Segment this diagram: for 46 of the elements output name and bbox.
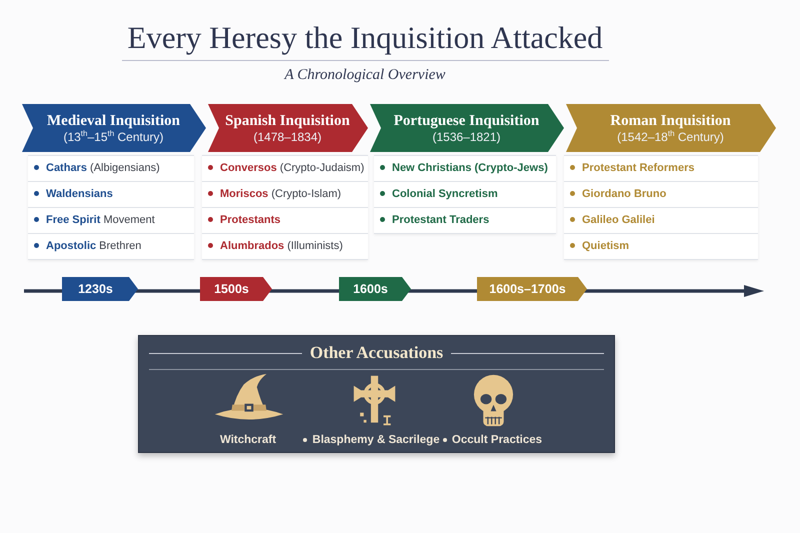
date-range: (13$^{th}$–15$^{th}$ Century) (63, 130, 164, 144)
list-item: Moriscos (Crypto-Islam) (202, 182, 368, 208)
inquisition-title: Roman Inquisition (610, 112, 731, 130)
list-item: Protestant Reformers (564, 156, 758, 182)
chevron-banner (22, 104, 206, 152)
list-panel (202, 155, 368, 260)
list-panel (28, 155, 194, 260)
subtitle: A Chronological Overview (284, 66, 446, 84)
list-item: Galileo Galilei (564, 208, 758, 234)
date-text: 1600s–1700s (489, 282, 566, 296)
list-item: Alumbrados (Illuminists) (202, 234, 368, 260)
chevron-banner (566, 104, 776, 152)
date-tag (339, 277, 411, 301)
date-range: (1536–1821) (432, 130, 501, 144)
list-item: Waldensians (28, 182, 194, 208)
list-panel (564, 155, 758, 260)
date-text: 1600s (353, 282, 388, 296)
date-text: 1500s (214, 282, 249, 296)
list-item: Cathars (Albigensians) (28, 156, 194, 182)
list-item: Quietism (564, 234, 758, 260)
accusations-panel (138, 335, 615, 453)
list-panel (374, 155, 556, 234)
date-tag (200, 277, 272, 301)
date-range: (1542–18$^{th}$ Century) (617, 130, 724, 144)
list-item: Conversos (Crypto-Judaism) (202, 156, 368, 182)
accusation-label: Blasphemy & Sacrilege (312, 432, 440, 446)
accusation-label: Witchcraft (220, 432, 276, 446)
date-tag (62, 277, 138, 301)
list-item: Giordano Bruno (564, 182, 758, 208)
chevron-banner (208, 104, 368, 152)
date-tag (477, 277, 587, 301)
panel-heading: Other Accusations (310, 343, 444, 363)
inquisition-title: Spanish Inquisition (225, 112, 350, 130)
date-range: (1478–1834) (253, 130, 322, 144)
list-item: New Christians (Crypto-Jews) (374, 156, 556, 182)
list-item: Apostolic Brethren (28, 234, 194, 260)
list-item: Protestants (202, 208, 368, 234)
title: Every Heresy the Inquisition Attacked (127, 20, 603, 56)
list-item: Colonial Syncretism (374, 182, 556, 208)
accusation-label: Occult Practices (452, 432, 542, 446)
inquisition-title: Portuguese Inquisition (394, 112, 540, 130)
list-item: Free Spirit Movement (28, 208, 194, 234)
chevron-banner (370, 104, 564, 152)
inquisition-title: Medieval Inquisition (47, 112, 180, 130)
date-text: 1230s (78, 282, 113, 296)
list-item: Protestant Traders (374, 208, 556, 234)
